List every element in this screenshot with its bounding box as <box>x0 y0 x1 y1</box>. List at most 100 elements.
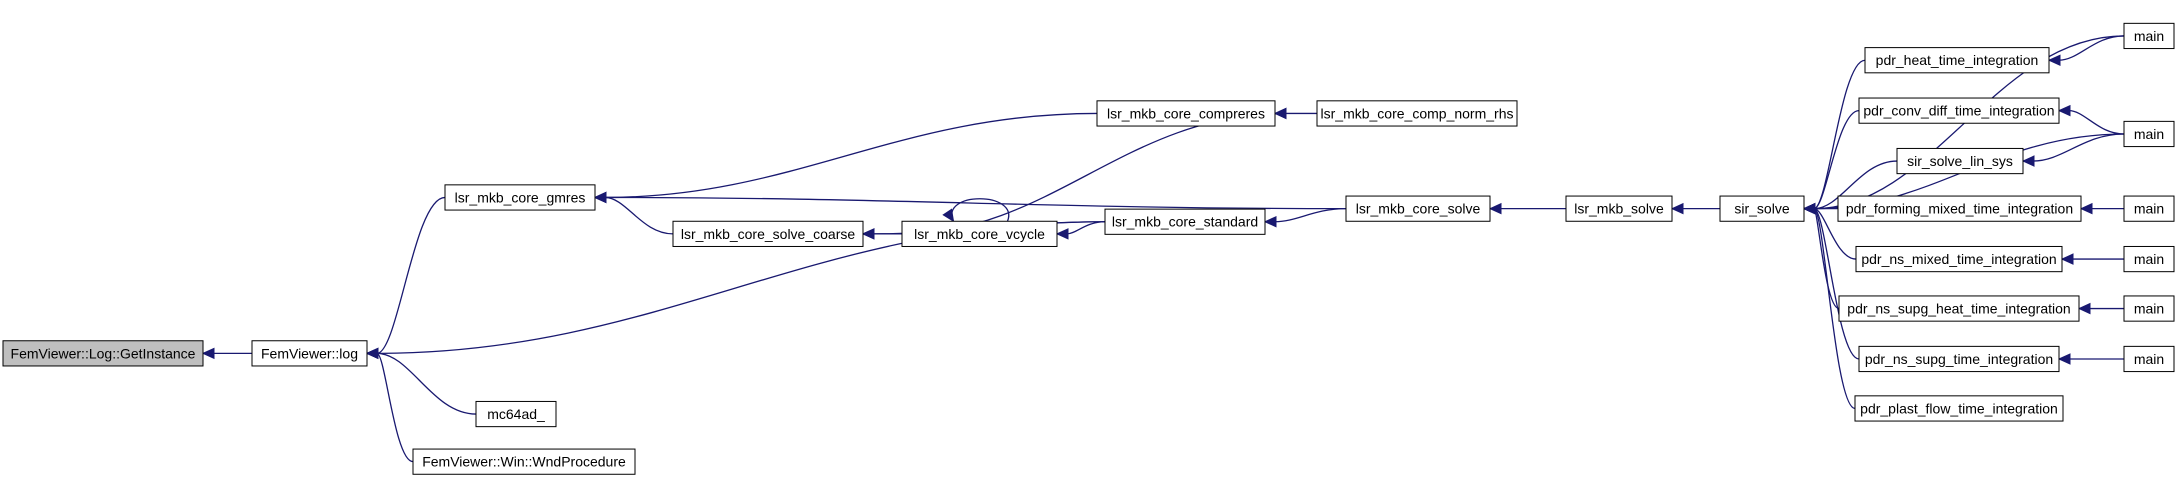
node-main3[interactable]: main <box>2123 195 2175 222</box>
node-main1[interactable]: main <box>2123 22 2175 50</box>
node-forming[interactable]: pdr_forming_mixed_time_integration <box>1837 195 2082 222</box>
edge-line <box>1813 208 1857 260</box>
edge-arrowhead <box>1670 202 1684 215</box>
edge-line <box>2068 109 2125 135</box>
node-wndproc[interactable]: FemViewer::Win::WndProcedure <box>412 448 636 475</box>
node-log[interactable]: FemViewer::log <box>251 340 368 367</box>
node-label: lsr_mkb_core_comp_norm_rhs <box>1321 105 1514 121</box>
node-label: pdr_ns_mixed_time_integration <box>1861 251 2056 267</box>
node-vcycle[interactable]: lsr_mkb_core_vcycle <box>901 220 1058 247</box>
node-box <box>444 184 596 211</box>
node-comp_norm_rhs[interactable]: lsr_mkb_core_comp_norm_rhs <box>1316 100 1518 127</box>
node-box <box>2123 345 2175 373</box>
node-box <box>1096 100 1276 127</box>
edge-arrowhead <box>2021 155 2035 167</box>
call-edge <box>593 191 674 235</box>
node-box <box>2123 245 2175 273</box>
edge-line <box>376 196 446 355</box>
node-label: sir_solve <box>1734 201 1789 217</box>
call-edge <box>365 347 414 463</box>
node-box <box>2123 22 2175 50</box>
node-box <box>412 448 636 475</box>
node-main2[interactable]: main <box>2123 120 2175 148</box>
edge-line <box>1813 208 1860 360</box>
call-edge <box>1263 208 1347 228</box>
edge-line <box>1813 59 1866 210</box>
node-box <box>2123 295 2175 322</box>
call-edge <box>2047 35 2125 66</box>
call-edge <box>1273 107 1317 120</box>
edge-line <box>604 196 1347 210</box>
edge-arrowhead <box>1802 202 1816 215</box>
node-compreres[interactable]: lsr_mkb_core_compreres <box>1096 100 1276 127</box>
node-main5[interactable]: main <box>2123 295 2175 322</box>
node-label: main <box>2134 351 2164 367</box>
edge-arrowhead <box>942 208 955 223</box>
node-label: lsr_mkb_core_solve <box>1356 201 1481 217</box>
node-label: mc64ad_ <box>487 406 545 422</box>
node-lin_sys[interactable]: sir_solve_lin_sys <box>1896 147 2024 175</box>
edge-arrowhead <box>593 191 607 204</box>
node-box <box>1345 195 1491 222</box>
node-ns_mixed[interactable]: pdr_ns_mixed_time_integration <box>1855 245 2063 273</box>
edge-line <box>376 352 477 415</box>
edge-arrowhead <box>861 228 875 240</box>
node-ns_supg[interactable]: pdr_ns_supg_time_integration <box>1858 345 2060 373</box>
edge-line <box>1813 109 1860 210</box>
node-gmres[interactable]: lsr_mkb_core_gmres <box>444 184 596 211</box>
node-box <box>1719 195 1805 222</box>
node-core_solve[interactable]: lsr_mkb_core_solve <box>1345 195 1491 222</box>
call-edge <box>593 112 1098 204</box>
node-standard[interactable]: lsr_mkb_core_standard <box>1104 208 1266 235</box>
node-label: main <box>2134 251 2164 267</box>
edge-arrowhead <box>1488 202 1502 215</box>
call-edge <box>1802 202 1856 410</box>
node-plast_flow[interactable]: pdr_plast_flow_time_integration <box>1854 395 2064 422</box>
call-edge <box>2057 353 2124 365</box>
call-edge <box>201 347 252 360</box>
node-box <box>1858 97 2060 124</box>
edge-arrowhead <box>201 347 215 360</box>
edge-arrowhead <box>1263 215 1277 228</box>
node-ns_supg_heat[interactable]: pdr_ns_supg_heat_time_integration <box>1838 295 2080 322</box>
node-conv_diff[interactable]: pdr_conv_diff_time_integration <box>1858 97 2060 124</box>
edge-line <box>604 112 1098 199</box>
node-main6[interactable]: main <box>2123 345 2175 373</box>
edge-arrowhead <box>1273 107 1287 120</box>
node-main4[interactable]: main <box>2123 245 2175 273</box>
node-label: lsr_mkb_core_solve_coarse <box>681 226 856 242</box>
node-box <box>2123 120 2175 148</box>
node-label: lsr_mkb_solve <box>1574 201 1664 217</box>
node-box <box>1858 345 2060 373</box>
call-edge <box>1488 202 1566 215</box>
call-nodes: FemViewer::Log::GetInstance FemViewer::lo… <box>2 22 2175 475</box>
node-box <box>1316 100 1518 127</box>
edge-arrowhead <box>2079 202 2093 215</box>
node-getinstance[interactable]: FemViewer::Log::GetInstance <box>2 340 204 367</box>
node-box <box>2 340 204 367</box>
edge-line <box>2058 35 2125 61</box>
edge-line <box>1066 221 1106 235</box>
node-sir_solve[interactable]: sir_solve <box>1719 195 1805 222</box>
node-mc64ad[interactable]: mc64ad_ <box>475 400 557 428</box>
edge-line <box>951 198 1010 222</box>
node-mkb_solve[interactable]: lsr_mkb_solve <box>1565 195 1673 222</box>
node-label: pdr_forming_mixed_time_integration <box>1846 201 2073 217</box>
node-box <box>1854 395 2064 422</box>
node-box <box>1896 147 2024 175</box>
call-edge <box>1055 221 1106 240</box>
edge-arrowhead <box>2057 104 2071 117</box>
edge-arrowhead <box>2047 54 2061 66</box>
node-heat[interactable]: pdr_heat_time_integration <box>1864 47 2050 74</box>
node-label: main <box>2134 126 2164 142</box>
node-label: FemViewer::log <box>261 345 358 361</box>
node-box <box>1838 295 2080 322</box>
node-solve_coarse[interactable]: lsr_mkb_core_solve_coarse <box>672 220 864 247</box>
call-edge <box>2057 104 2125 135</box>
node-label: pdr_ns_supg_time_integration <box>1865 351 2053 367</box>
node-label: pdr_ns_supg_heat_time_integration <box>1847 301 2070 317</box>
node-box <box>1855 245 2063 273</box>
node-label: lsr_mkb_core_vcycle <box>914 226 1045 242</box>
call-edge <box>365 347 477 415</box>
